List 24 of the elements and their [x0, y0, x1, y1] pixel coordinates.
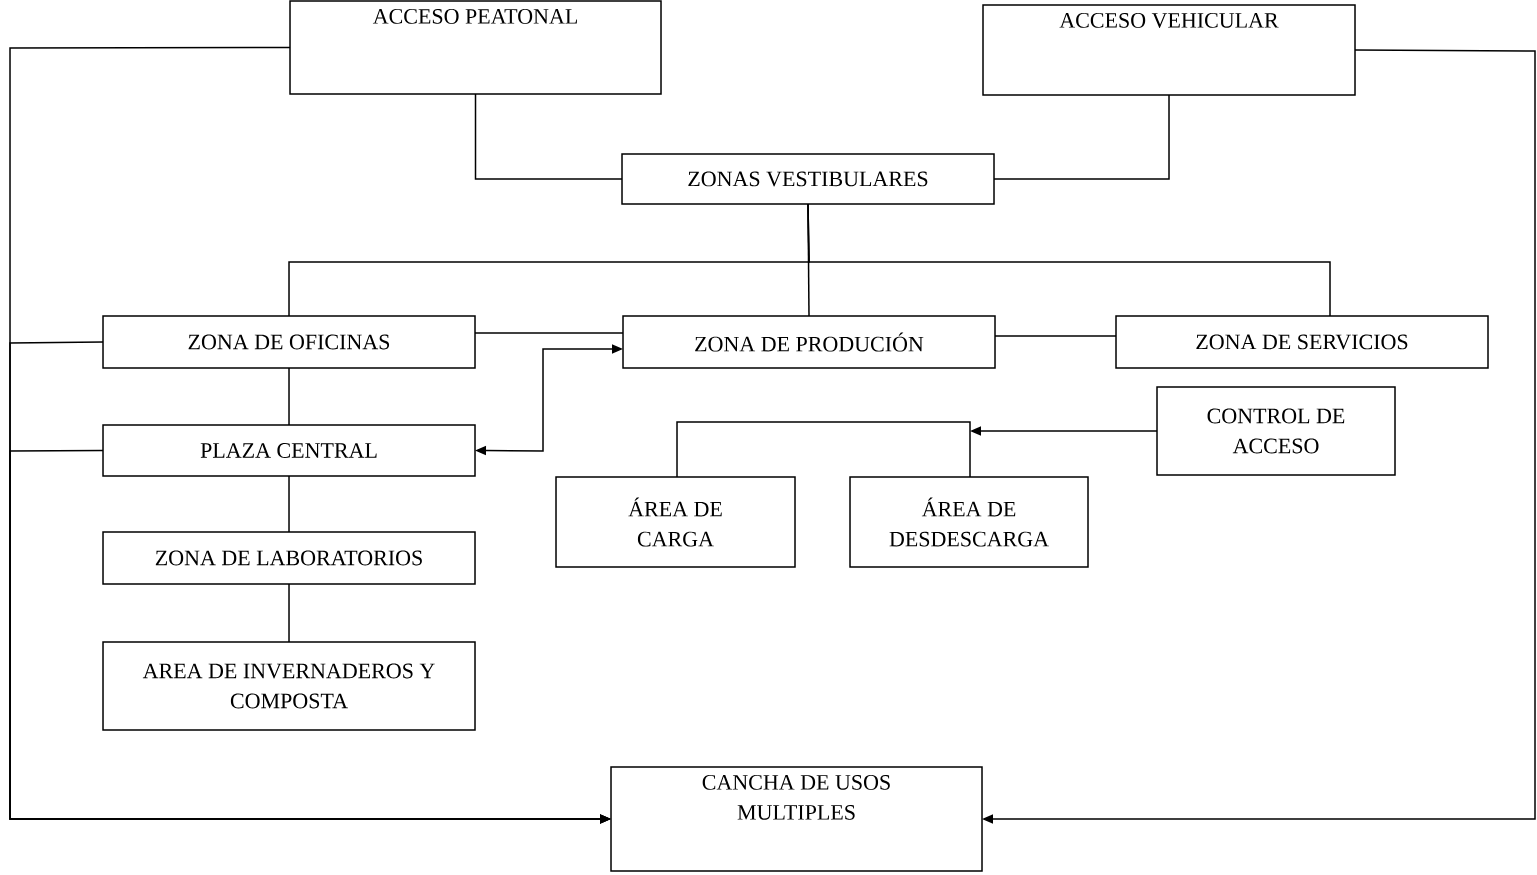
- connector-line: [288, 367, 290, 426]
- connector-line: [474, 332, 624, 334]
- connector-line: [994, 335, 1117, 337]
- process-box: ACCESO VEHICULAR: [982, 4, 1356, 96]
- connector-line: [676, 451, 678, 478]
- process-box: ACCESO PEATONAL: [289, 0, 662, 95]
- process-box: CONTROL DE ACCESO: [1156, 386, 1396, 476]
- process-box: ZONA DE PRODUCIÓN: [622, 315, 996, 369]
- connector-line: [993, 94, 1170, 180]
- process-box: ZONA DE OFICINAS: [102, 315, 476, 369]
- bracket-line: [676, 421, 971, 453]
- connector-line: [474, 93, 623, 180]
- process-box: ZONAS VESTIBULARES: [621, 153, 995, 205]
- process-box: ZONA DE LABORATORIOS: [102, 531, 476, 585]
- connector-line: [807, 203, 1331, 317]
- connector-line: [288, 475, 290, 533]
- process-box: ZONA DE SERVICIOS: [1115, 315, 1489, 369]
- process-box: ÁREA DE CARGA: [555, 476, 796, 568]
- connector-line: [288, 583, 290, 643]
- process-box: AREA DE INVERNADEROS Y COMPOSTA: [102, 641, 476, 731]
- connector-line: [969, 451, 971, 478]
- process-box: PLAZA CENTRAL: [102, 424, 476, 477]
- process-box: ÁREA DE DESDESCARGA: [849, 476, 1089, 568]
- process-box: CANCHA DE USOS MULTIPLES: [610, 766, 983, 872]
